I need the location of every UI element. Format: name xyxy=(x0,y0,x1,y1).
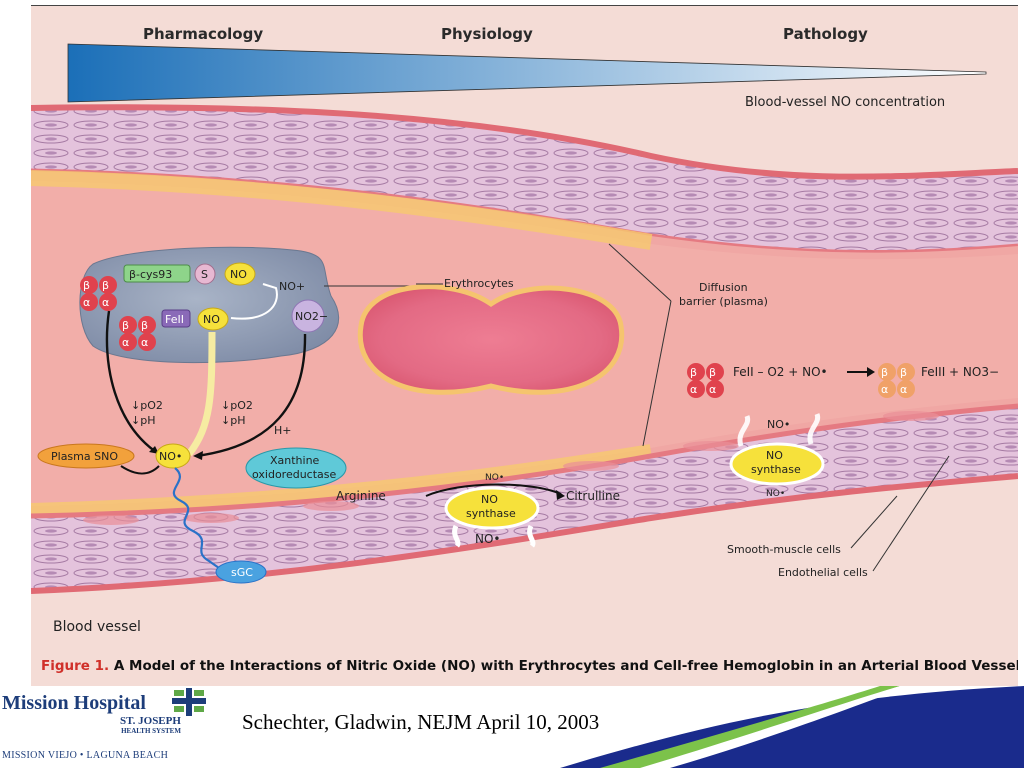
svg-text:NO: NO xyxy=(766,449,783,462)
nitrite-node xyxy=(291,299,325,333)
plasma-sno-node xyxy=(37,443,135,469)
svg-text:NO2−: NO2− xyxy=(295,310,328,323)
svg-text:β: β xyxy=(881,366,888,379)
svg-text:α: α xyxy=(122,336,129,349)
svg-text:α: α xyxy=(102,296,109,309)
svg-text:α: α xyxy=(709,383,716,396)
diffusion-label-1: Diffusion xyxy=(699,281,748,294)
svg-text:NO•: NO• xyxy=(767,418,790,431)
beta-cys93-box xyxy=(123,264,191,283)
svg-text:synthase: synthase xyxy=(466,507,516,520)
svg-text:↓pH: ↓pH xyxy=(131,414,155,427)
h-plus-label: H+ xyxy=(274,424,292,437)
vessel-wall-top xyxy=(31,107,1018,253)
svg-text:↓pO2: ↓pO2 xyxy=(221,399,253,412)
hemoglobin-cluster-4: β β α α xyxy=(878,363,915,398)
hospital-logo-st-joseph: ST. JOSEPH xyxy=(120,715,181,727)
svg-text:oxidoreductase: oxidoreductase xyxy=(252,468,337,481)
equation-left: FeII – O2 + NO• xyxy=(733,365,828,379)
svg-text:↓pH: ↓pH xyxy=(221,414,245,427)
erythrocytes-label: Erythrocytes xyxy=(444,277,514,290)
hospital-logo-health-system: HEALTH SYSTEM xyxy=(121,727,181,735)
sgc-node xyxy=(215,560,267,584)
hospital-logo-subtitle: ST. JOSEPH HEALTH SYSTEM xyxy=(120,716,181,736)
citation-text: Schechter, Gladwin, NEJM April 10, 2003 xyxy=(242,710,600,734)
svg-text:NO: NO xyxy=(230,268,247,281)
svg-text:β: β xyxy=(141,319,148,332)
no-concentration-gradient xyxy=(67,43,987,103)
no-synthase-right xyxy=(729,442,825,486)
no-radical-center xyxy=(155,443,191,469)
figure-panel: Pharmacology Physiology Pathology Blood-… xyxy=(31,5,1018,686)
svg-text:β: β xyxy=(690,366,697,379)
svg-text:sGC: sGC xyxy=(231,566,253,579)
svg-text:NO: NO xyxy=(203,313,220,326)
svg-text:NO•: NO• xyxy=(159,450,182,463)
diffusion-label-2: barrier (plasma) xyxy=(679,295,768,308)
svg-text:NO•: NO• xyxy=(766,489,785,499)
blood-vessel-label: Blood vessel xyxy=(53,619,141,635)
svg-text:β: β xyxy=(122,319,129,332)
hemoglobin-cluster-2: β β α α xyxy=(119,316,156,351)
hospital-logo-city: MISSION VIEJO • LAGUNA BEACH xyxy=(2,750,169,761)
equation-right: FeIII + NO3− xyxy=(921,365,999,379)
xanthine-oxidoreductase xyxy=(245,447,347,489)
svg-text:S: S xyxy=(201,268,208,281)
fe-ii-box xyxy=(161,309,191,328)
citrulline-label: Citrulline xyxy=(566,489,620,503)
arginine-label: Arginine xyxy=(336,489,386,503)
svg-text:NO: NO xyxy=(481,493,498,506)
header-physiology: Physiology xyxy=(441,25,533,43)
gradient-label: Blood-vessel NO concentration xyxy=(745,95,945,110)
hospital-cross-icon xyxy=(172,688,206,716)
svg-text:FeII: FeII xyxy=(165,313,184,326)
nitric-oxide-diagram: Pharmacology Physiology Pathology Blood-… xyxy=(31,25,1018,635)
smooth-muscle-label: Smooth-muscle cells xyxy=(727,543,841,556)
no-plus-label: NO+ xyxy=(279,280,305,293)
red-blood-cell xyxy=(357,284,625,395)
endothelial-label: Endothelial cells xyxy=(778,566,868,579)
hemoglobin-cluster-3: β β α α xyxy=(687,363,724,398)
footer-banner xyxy=(560,686,1024,768)
header-pathology: Pathology xyxy=(783,25,868,43)
header-pharmacology: Pharmacology xyxy=(143,25,263,43)
svg-text:β: β xyxy=(102,279,109,292)
svg-text:β-cys93: β-cys93 xyxy=(129,268,172,281)
svg-text:NO•: NO• xyxy=(475,532,501,546)
hospital-logo-name: Mission Hospital xyxy=(2,692,146,714)
svg-text:α: α xyxy=(141,336,148,349)
svg-text:synthase: synthase xyxy=(751,463,801,476)
figure-caption-label: Figure 1. xyxy=(41,658,110,674)
svg-text:β: β xyxy=(900,366,907,379)
svg-text:α: α xyxy=(690,383,697,396)
svg-text:α: α xyxy=(900,383,907,396)
svg-text:α: α xyxy=(881,383,888,396)
hemoglobin-cluster-1: β β α α xyxy=(80,276,117,311)
figure-caption-text: A Model of the Interactions of Nitric Ox… xyxy=(113,658,1018,674)
svg-text:α: α xyxy=(83,296,90,309)
svg-text:NO•: NO• xyxy=(485,473,504,483)
svg-text:β: β xyxy=(709,366,716,379)
no-node-top xyxy=(224,262,256,286)
no-node-fe xyxy=(197,307,229,331)
no-synthase-center xyxy=(444,486,540,530)
figure-caption: Figure 1. A Model of the Interactions of… xyxy=(41,658,1018,674)
sulfur-node xyxy=(194,263,216,285)
svg-text:Xanthine: Xanthine xyxy=(270,454,320,467)
svg-text:↓pO2: ↓pO2 xyxy=(131,399,163,412)
svg-text:β: β xyxy=(83,279,90,292)
svg-text:Plasma SNO: Plasma SNO xyxy=(51,450,118,463)
